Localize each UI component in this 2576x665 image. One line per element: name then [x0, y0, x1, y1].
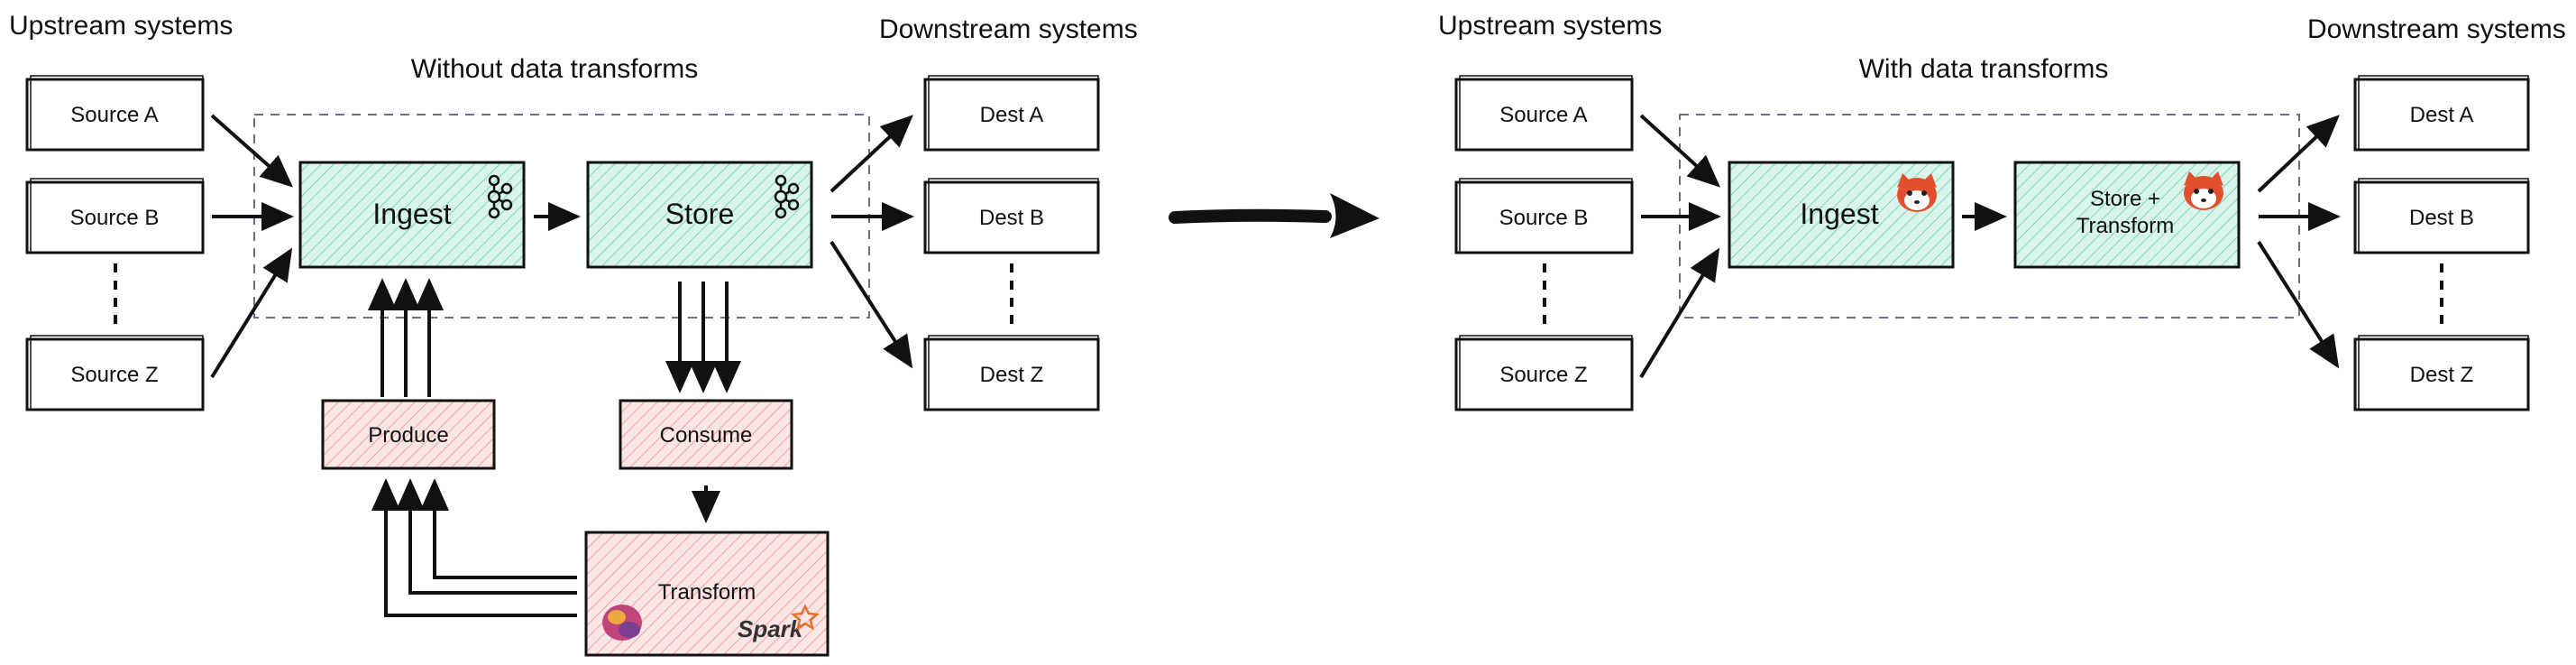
arrow-source-z-ingest [210, 247, 293, 379]
spark-logo-text: Spark [738, 615, 804, 642]
left-diagram: Upstream systems Downstream systems With… [9, 11, 1138, 657]
arrow-transform-produce-3 [371, 478, 577, 617]
transition-arrow [1169, 193, 1380, 238]
left-source-b-label: Source B [70, 206, 160, 230]
right-source-z-label: Source Z [1499, 363, 1587, 387]
kafka-icon [487, 174, 513, 219]
left-dest-z: Dest Z [923, 335, 1100, 411]
left-dest-a-label: Dest A [980, 103, 1044, 127]
right-dest-z: Dest Z [2353, 335, 2530, 411]
flink-squirrel-icon [602, 605, 642, 641]
arrow-r-source-a-ingest [1639, 114, 1720, 188]
right-dest-b: Dest B [2353, 178, 2530, 254]
right-source-b-label: Source B [1499, 206, 1589, 230]
left-dest-b-label: Dest B [979, 206, 1044, 230]
left-dest-a: Dest A [923, 75, 1100, 152]
right-source-b: Source B [1454, 178, 1634, 254]
right-dest-a: Dest A [2353, 75, 2530, 152]
right-source-a-label: Source A [1499, 103, 1587, 127]
right-title: With data transforms [1859, 54, 2109, 84]
redpanda-icon [1897, 173, 1937, 212]
kafka-icon [774, 174, 800, 219]
left-ingest-box: Ingest [298, 161, 526, 269]
right-ingest-box: Ingest [1728, 161, 1955, 269]
right-source-z: Source Z [1454, 335, 1634, 411]
left-dest-b: Dest B [923, 178, 1100, 254]
left-source-b: Source B [25, 178, 205, 254]
right-store-label-line2: Transform [2076, 214, 2174, 238]
arrow-store-dest-a [830, 115, 913, 193]
consume-label: Consume [660, 423, 753, 448]
left-source-a: Source A [25, 75, 205, 152]
right-store-transform-box: Store + Transform [2013, 161, 2241, 269]
arrow-transform-produce-1 [420, 478, 577, 579]
right-diagram: Upstream systems Downstream systems With… [1438, 11, 2566, 411]
left-downstream-heading: Downstream systems [879, 14, 1138, 44]
transform-box: Transform Spark [584, 531, 830, 657]
arrow-source-a-ingest [210, 114, 293, 188]
right-downstream-heading: Downstream systems [2307, 14, 2566, 44]
transform-label: Transform [658, 580, 756, 605]
spark-star-icon: Spark [738, 604, 820, 642]
left-ingest-label: Ingest [372, 198, 451, 230]
left-upstream-heading: Upstream systems [9, 11, 233, 41]
right-ingest-label: Ingest [1800, 198, 1878, 230]
left-source-z: Source Z [25, 335, 205, 411]
right-source-a: Source A [1454, 75, 1634, 152]
right-dest-b-label: Dest B [2409, 206, 2474, 230]
left-title: Without data transforms [411, 54, 698, 84]
right-dest-z-label: Dest Z [2410, 363, 2474, 387]
right-dest-a-label: Dest A [2410, 103, 2474, 127]
redpanda-icon [2184, 171, 2223, 210]
left-store-box: Store [586, 161, 813, 269]
right-upstream-heading: Upstream systems [1438, 11, 1662, 41]
produce-box: Produce [321, 399, 496, 470]
produce-label: Produce [368, 423, 448, 448]
left-source-z-label: Source Z [70, 363, 158, 387]
arrow-r-source-z-ingest [1639, 247, 1720, 379]
arrow-r-store-dest-a [2257, 115, 2340, 193]
left-source-a-label: Source A [70, 103, 158, 127]
arrow-store-dest-z [830, 240, 913, 369]
left-dest-z-label: Dest Z [980, 363, 1044, 387]
arrow-transform-produce-2 [396, 478, 577, 595]
left-store-label: Store [665, 198, 734, 230]
arrow-r-store-dest-z [2257, 240, 2340, 369]
consume-box: Consume [619, 399, 793, 470]
right-store-label-line1: Store + [2090, 187, 2160, 211]
